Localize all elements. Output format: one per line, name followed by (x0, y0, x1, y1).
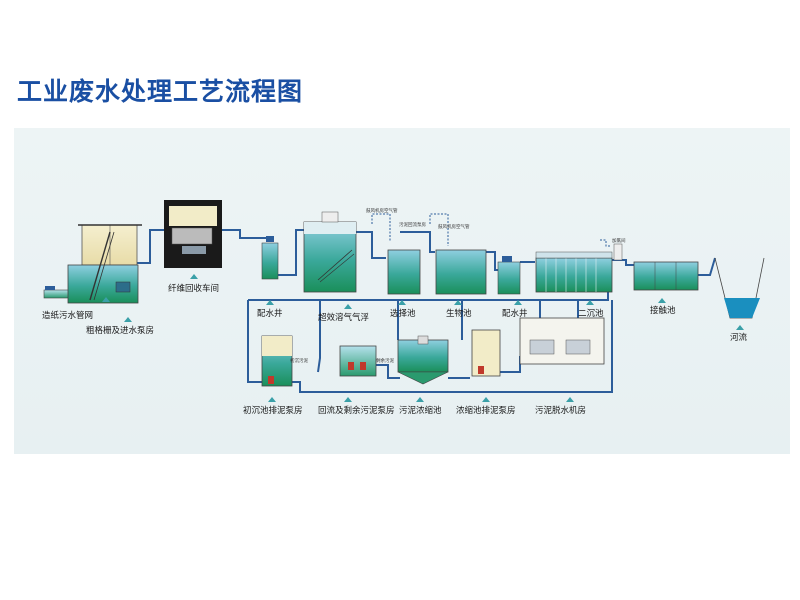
distribution-well-2 (497, 256, 521, 295)
note-air-1: 鼓风机房空气管 (366, 207, 398, 214)
label-select: 选择池 (390, 308, 416, 319)
sludge-thickener (397, 335, 449, 385)
river (714, 257, 765, 319)
secondary-clarifier (535, 243, 623, 293)
note-prim-sludge: 初沉污泥 (290, 357, 308, 364)
bio-tank (435, 249, 487, 295)
selection-tank (387, 249, 421, 295)
note-chlorine: 加氯间 (612, 237, 626, 244)
dewatering-building (519, 317, 605, 365)
label-clar2: 二沉池 (578, 308, 604, 319)
note-excess-sludge: 剩余污泥 (376, 357, 394, 364)
fiber-recovery-building (164, 200, 222, 268)
daf-tank (303, 211, 357, 293)
label-markers (102, 274, 744, 402)
label-bio: 生物池 (446, 308, 472, 319)
label-dist1: 配水井 (257, 308, 283, 319)
label-dewater: 污泥脱水机房 (535, 405, 586, 416)
label-fiber: 纤维回收车间 (168, 283, 219, 294)
distribution-well-1 (261, 236, 279, 280)
coarse-screen-building (67, 224, 142, 304)
air-pipes (371, 213, 610, 247)
label-daf: 超效溶气气浮 (318, 312, 369, 323)
label-return-pump: 回流及剩余污泥泵房 (318, 405, 395, 416)
label-screen: 粗格栅及进水泵房 (86, 325, 154, 336)
label-contact: 接触池 (650, 305, 676, 316)
return-sludge-pump-house (339, 345, 377, 377)
note-air-2: 鼓风机房空气管 (438, 223, 470, 230)
note-return: 污泥回流泵房 (399, 221, 426, 228)
label-thickener: 污泥浓缩池 (399, 405, 442, 416)
contact-tank (633, 261, 699, 291)
label-thick-pump: 浓缩池排泥泵房 (456, 405, 516, 416)
label-sewer: 造纸污水管网 (42, 310, 93, 321)
page-title: 工业废水处理工艺流程图 (17, 77, 304, 106)
thickener-pump-house (471, 329, 501, 377)
label-prim-pump: 初沉池排泥泵房 (243, 405, 303, 416)
primary-sludge-pump-house (261, 335, 293, 387)
label-river: 河流 (730, 332, 748, 343)
label-dist2: 配水井 (502, 308, 528, 319)
